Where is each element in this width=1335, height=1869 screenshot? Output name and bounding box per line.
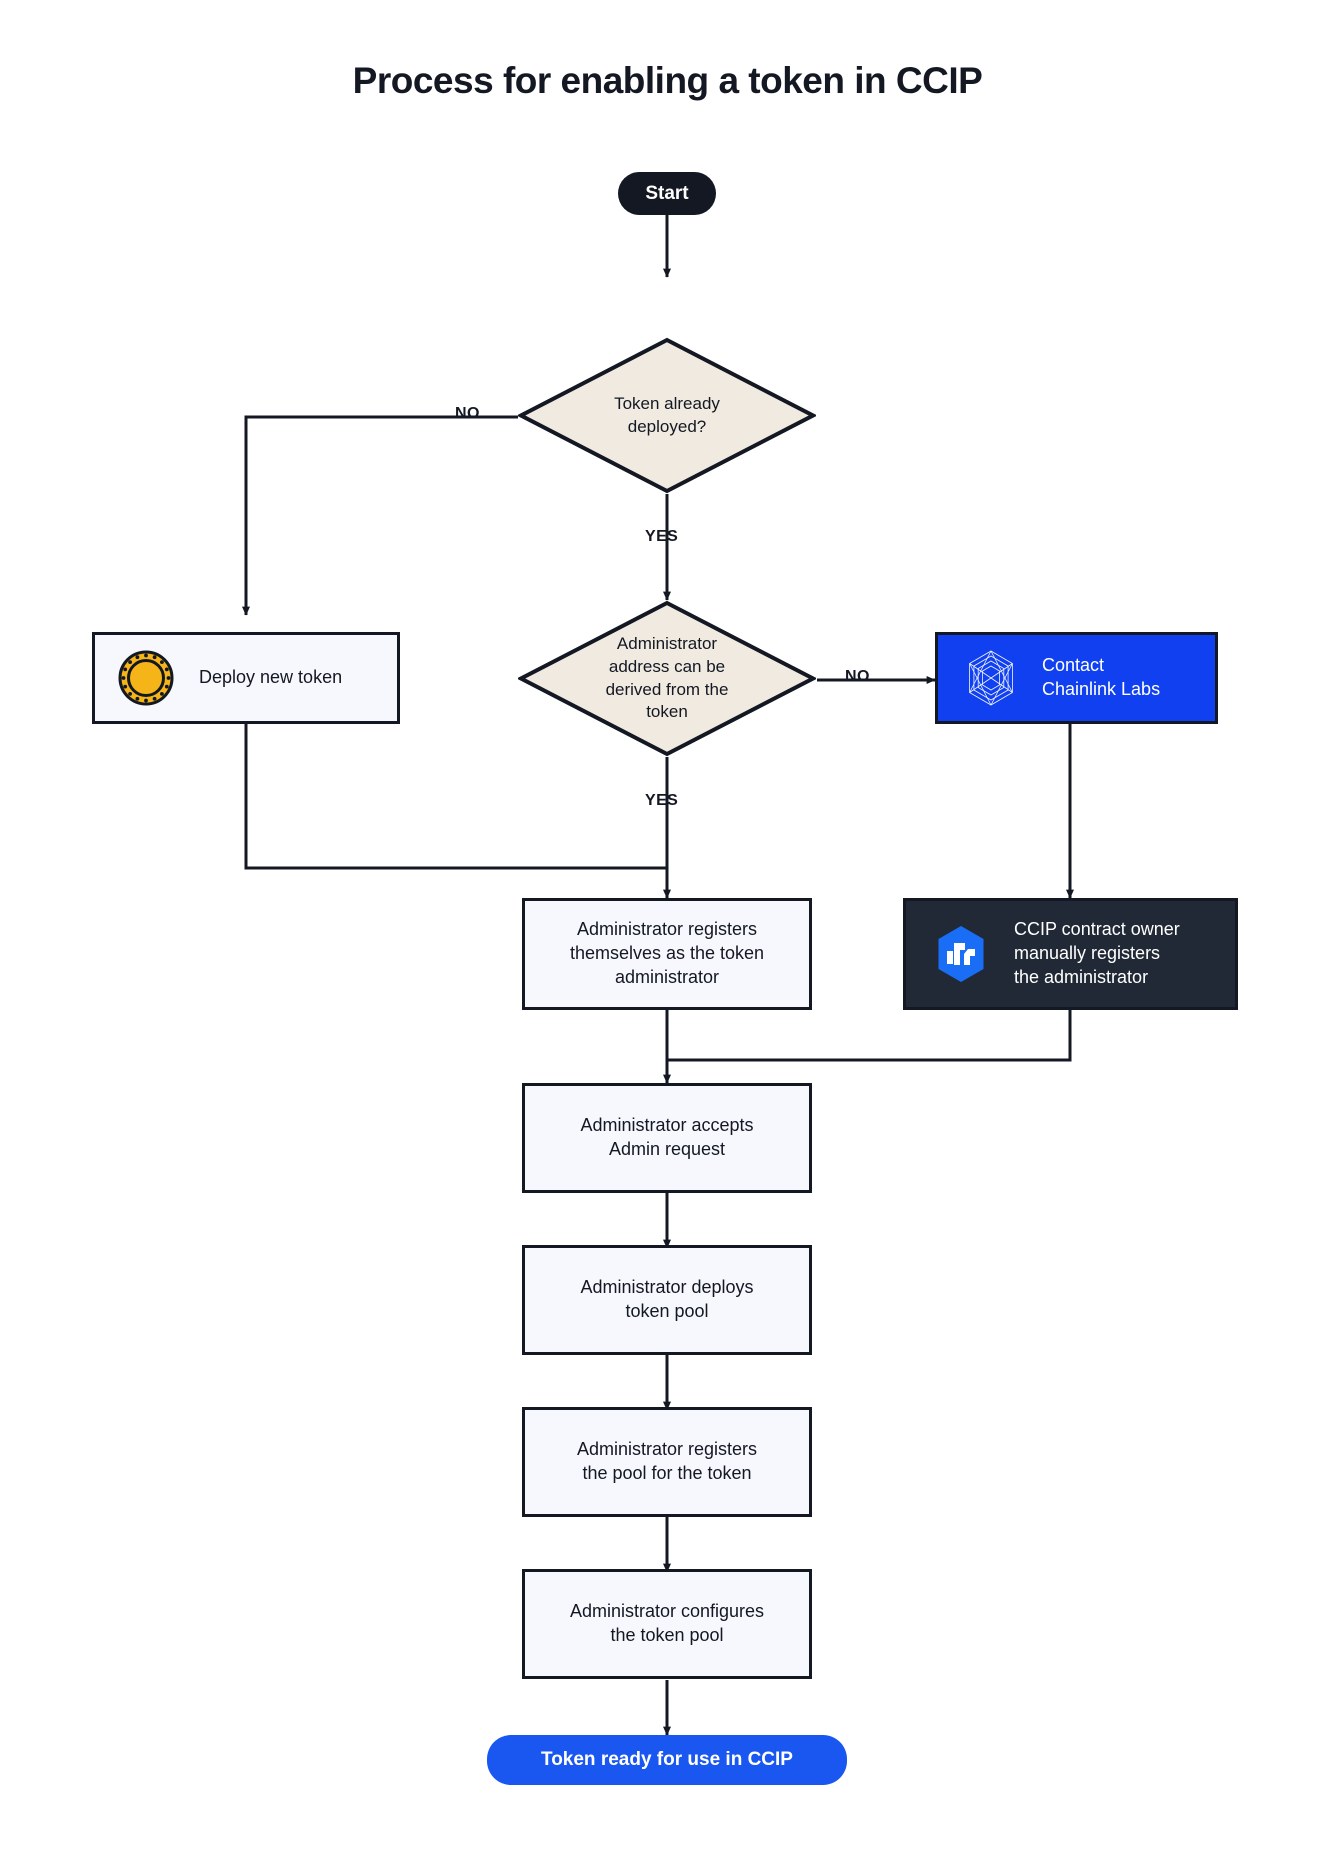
node-admin-accepts-request-label: Administrator accepts Admin request xyxy=(580,1115,754,1159)
node-admin-registers-self[interactable]: Administrator registers themselves as th… xyxy=(522,898,812,1010)
node-decision-admin-derived-label: Administrator address can be derived fro… xyxy=(605,633,729,722)
edge-label-deployed-no: NO xyxy=(455,405,480,422)
node-deploy-new-token[interactable]: Deploy new token xyxy=(92,632,400,724)
edge-deployed-no xyxy=(242,415,518,616)
node-admin-deploys-pool[interactable]: Administrator deploys token pool xyxy=(522,1245,812,1355)
node-start[interactable]: Start xyxy=(618,172,716,215)
node-admin-configures-pool-label: Administrator configures the token pool xyxy=(569,1601,765,1645)
node-token-ready[interactable]: Token ready for use in CCIP xyxy=(487,1735,847,1785)
node-admin-deploys-pool-label: Administrator deploys token pool xyxy=(580,1277,754,1321)
edge-label-deployed-yes: YES xyxy=(645,528,679,545)
gold-coin-icon xyxy=(117,649,175,707)
diamond-shape xyxy=(518,600,816,757)
node-admin-registers-pool[interactable]: Administrator registers the pool for the… xyxy=(522,1407,812,1517)
node-admin-configures-pool[interactable]: Administrator configures the token pool xyxy=(522,1569,812,1679)
node-decision-admin-derived[interactable]: Administrator address can be derived fro… xyxy=(518,600,816,757)
node-token-ready-label: Token ready for use in CCIP xyxy=(541,1749,793,1771)
node-admin-accepts-request[interactable]: Administrator accepts Admin request xyxy=(522,1083,812,1193)
page-title: Process for enabling a token in CCIP xyxy=(352,60,983,101)
node-decision-token-deployed-label: Token already deployed? xyxy=(614,393,720,436)
ccip-hex-icon xyxy=(930,923,992,985)
node-contact-chainlink-labs-label: Contact Chainlink Labs xyxy=(1042,655,1161,699)
edge-label-derived-no: NO xyxy=(845,668,870,685)
chainlink-hex-icon xyxy=(960,647,1022,709)
edge-owner-join xyxy=(667,1010,1072,1062)
node-start-label: Start xyxy=(645,182,689,204)
diamond-shape xyxy=(518,337,816,494)
node-deploy-new-token-label: Deploy new token xyxy=(199,667,343,688)
node-decision-token-deployed[interactable]: Token already deployed? xyxy=(518,337,816,494)
edge-deploy-join xyxy=(244,723,667,870)
node-admin-registers-pool-label: Administrator registers the pool for the… xyxy=(576,1439,758,1483)
node-ccip-owner-registers[interactable]: CCIP contract owner manually registers t… xyxy=(903,898,1238,1010)
edge-label-derived-yes: YES xyxy=(645,792,679,809)
node-ccip-owner-registers-label: CCIP contract owner manually registers t… xyxy=(1014,919,1180,987)
node-admin-registers-self-label: Administrator registers themselves as th… xyxy=(569,919,765,987)
node-contact-chainlink-labs[interactable]: Contact Chainlink Labs xyxy=(935,632,1218,724)
